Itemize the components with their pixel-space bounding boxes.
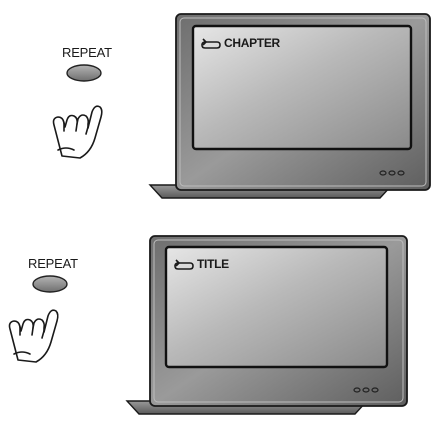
tv-screen	[191, 24, 413, 151]
repeat-button[interactable]	[32, 275, 68, 293]
pointing-hand-icon	[52, 105, 103, 159]
repeat-arrow-icon	[174, 259, 194, 270]
screen-mode-text: CHAPTER	[224, 36, 280, 50]
tv-set	[125, 235, 408, 415]
screen-mode-text: TITLE	[197, 257, 229, 271]
tv-screen	[164, 245, 389, 369]
repeat-button-label: REPEAT	[62, 45, 112, 60]
repeat-button-label: REPEAT	[28, 256, 78, 271]
tv-indicator-lights	[379, 170, 405, 176]
repeat-button[interactable]	[66, 64, 102, 82]
panel-chapter	[52, 13, 431, 199]
repeat-arrow-icon	[201, 38, 221, 49]
panel-title	[8, 235, 408, 415]
tv-indicator-lights	[353, 387, 379, 393]
pointing-hand-icon	[8, 309, 59, 363]
tv-set	[148, 13, 431, 199]
